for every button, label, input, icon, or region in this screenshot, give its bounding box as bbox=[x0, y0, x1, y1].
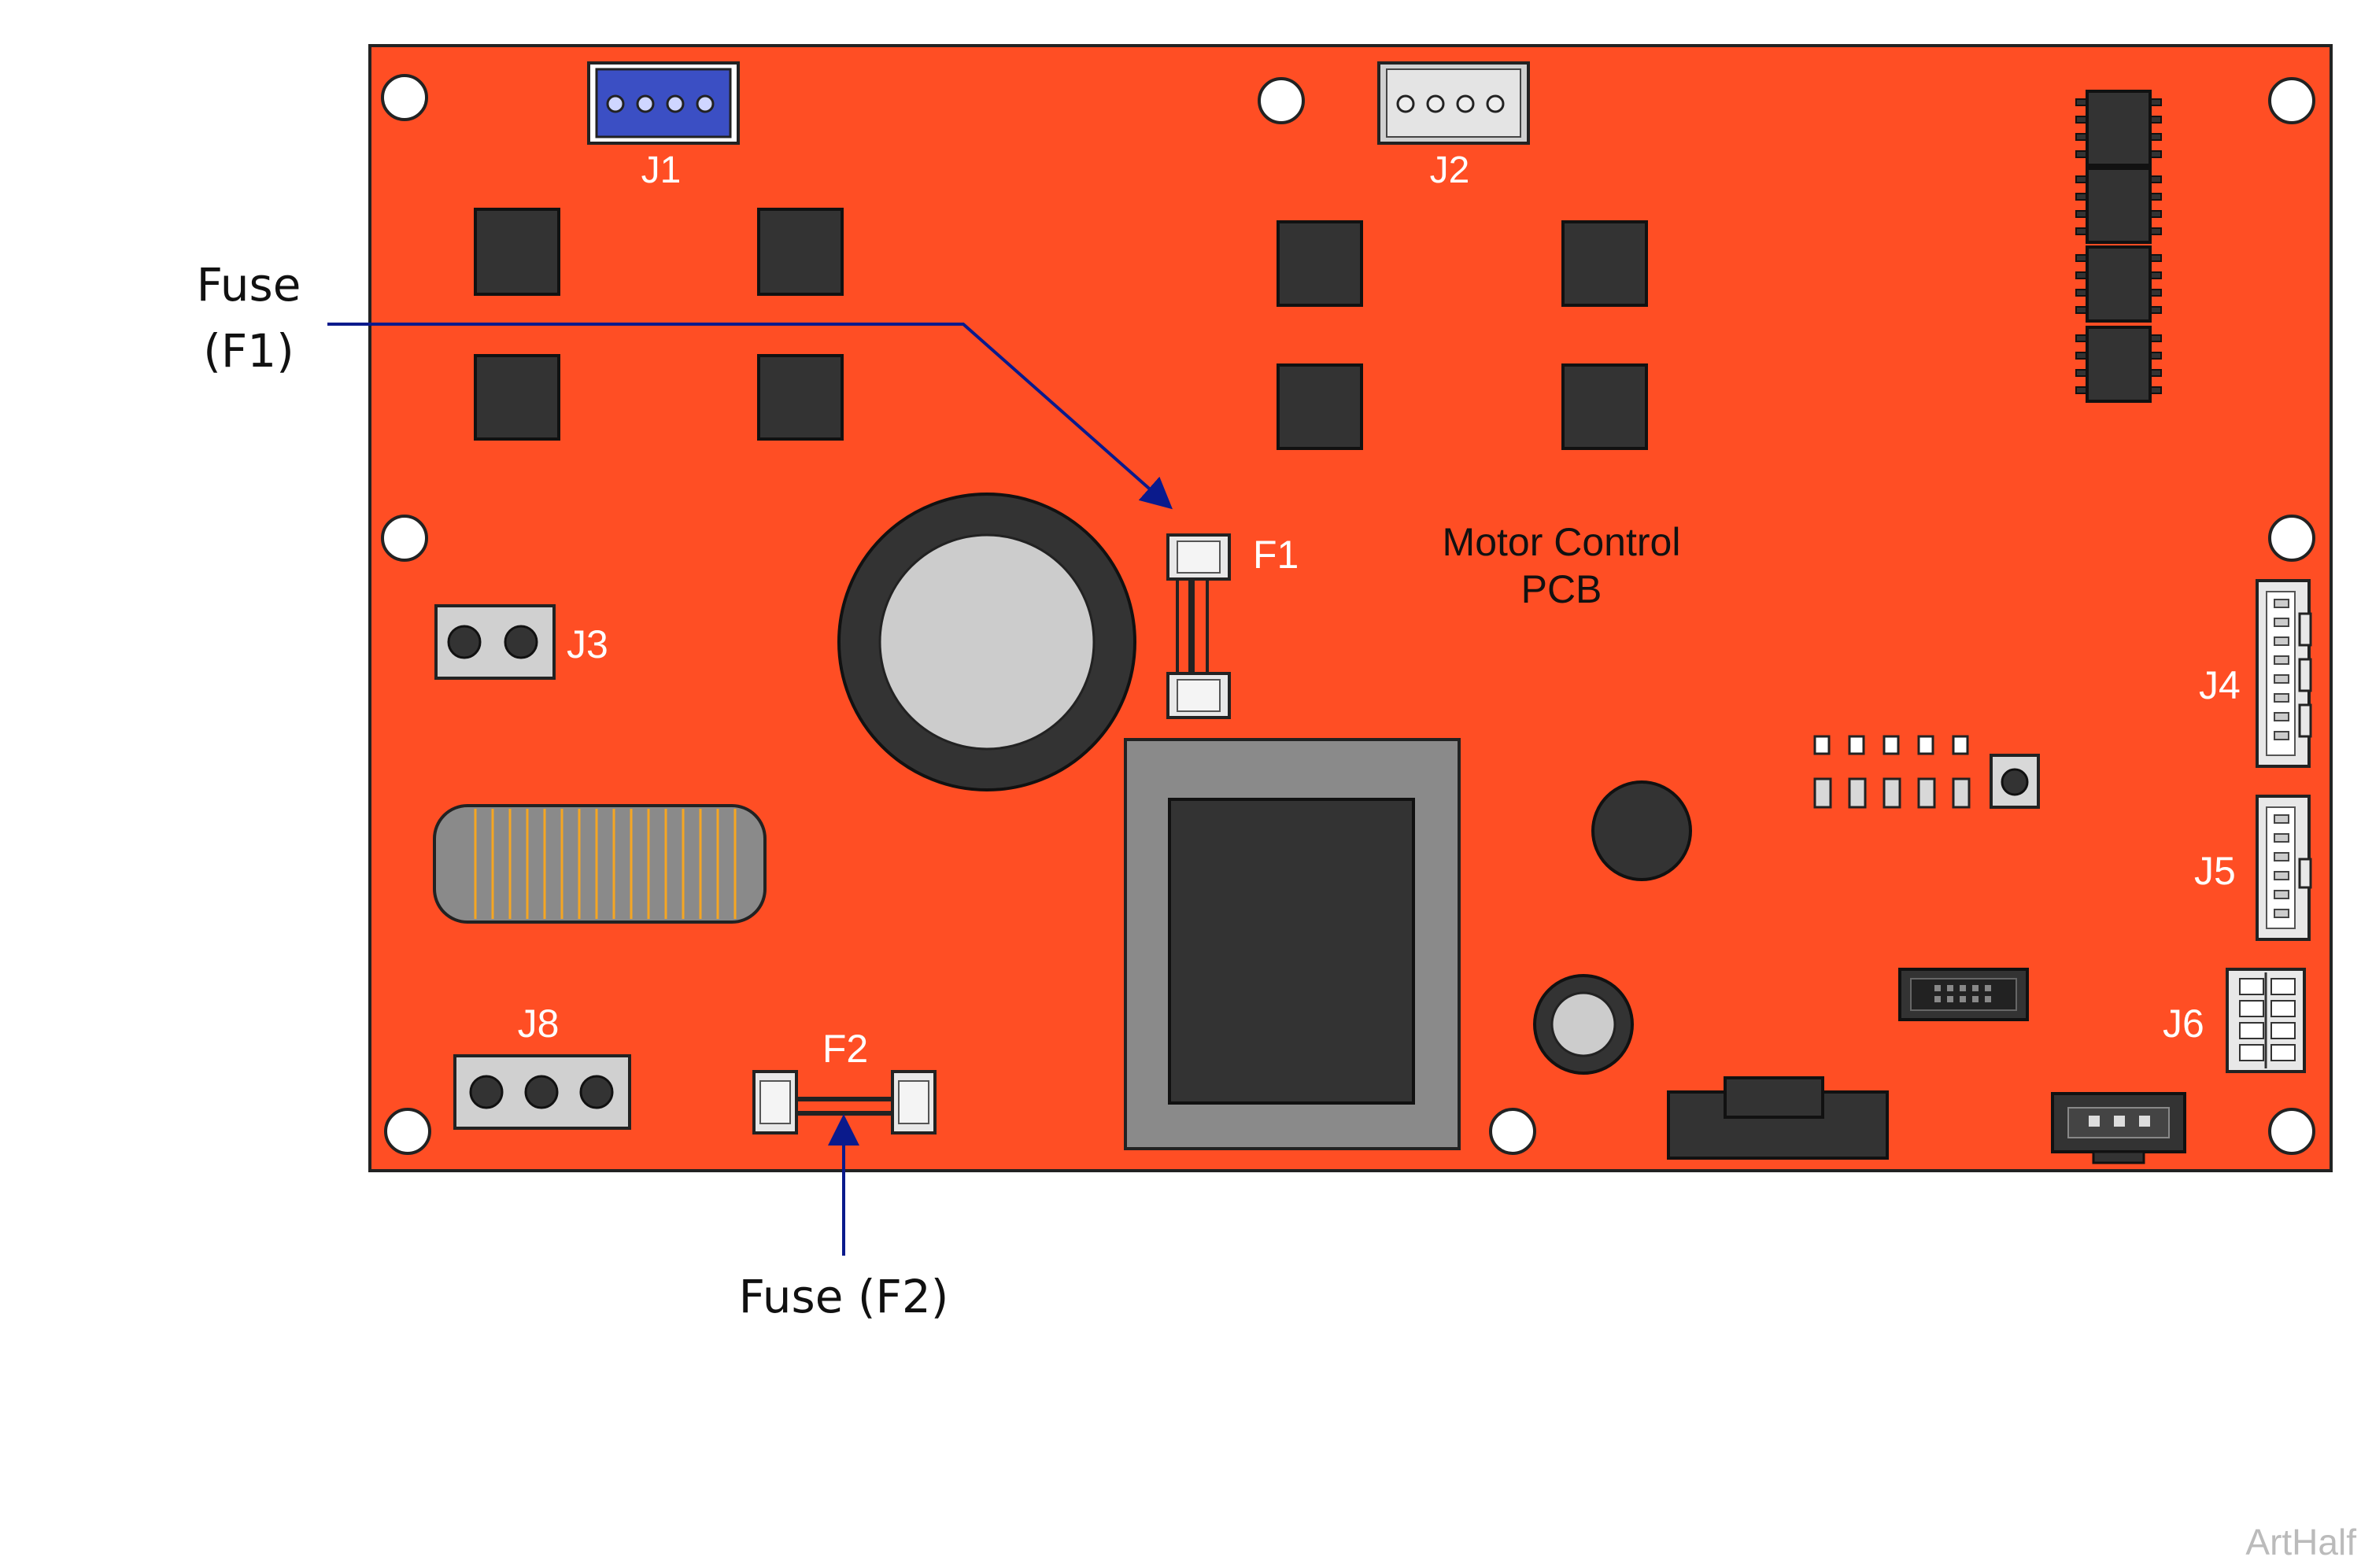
connector-j5 bbox=[2256, 795, 2312, 941]
watermark: ArtHalf bbox=[2245, 1522, 2356, 1562]
fuse-f1 bbox=[1166, 533, 1231, 719]
led-indicator bbox=[1813, 735, 1831, 755]
callout-arrow-f1 bbox=[327, 323, 1173, 510]
label-j8: J8 bbox=[518, 1002, 560, 1046]
mounting-holes bbox=[381, 74, 2315, 1155]
led-indicators bbox=[1813, 735, 1971, 809]
small-capacitor bbox=[1591, 780, 1692, 881]
transistor bbox=[1561, 220, 1648, 307]
connector-j2 bbox=[1377, 61, 1530, 145]
connector-j4 bbox=[2256, 579, 2312, 768]
round-component bbox=[1533, 974, 1634, 1075]
power-transistors bbox=[474, 208, 1648, 450]
ic-chip bbox=[2075, 90, 2162, 167]
small-bottom-connector bbox=[2051, 1092, 2186, 1164]
label-j3: J3 bbox=[567, 622, 608, 666]
resistor bbox=[1952, 777, 1971, 809]
mounting-hole bbox=[2268, 515, 2315, 562]
label-j4: J4 bbox=[2199, 663, 2241, 707]
fuse-f2 bbox=[752, 1070, 937, 1134]
ic-chips bbox=[2075, 90, 2162, 403]
transformer bbox=[1124, 738, 1461, 1150]
transistor bbox=[1277, 363, 1363, 450]
connector-j6 bbox=[2226, 968, 2306, 1073]
transistor bbox=[474, 208, 560, 296]
callout-fuse-f1-line2: (F1) bbox=[203, 324, 294, 378]
reset-button bbox=[1990, 754, 2040, 809]
connector-j8 bbox=[453, 1054, 631, 1130]
resistor bbox=[1848, 777, 1867, 809]
large-capacitor bbox=[837, 493, 1136, 791]
connector-j1 bbox=[587, 61, 740, 145]
inductor-coil bbox=[433, 804, 767, 924]
led-indicator bbox=[1952, 735, 1969, 755]
label-f2: F2 bbox=[822, 1027, 868, 1071]
label-j6: J6 bbox=[2163, 1002, 2204, 1046]
transistor bbox=[757, 208, 844, 296]
resistor bbox=[1813, 777, 1832, 809]
label-f1: F1 bbox=[1253, 533, 1299, 577]
led-indicator bbox=[1848, 735, 1865, 755]
transistor bbox=[1561, 363, 1648, 450]
ic-chip bbox=[2075, 245, 2162, 323]
mounting-hole bbox=[381, 74, 428, 121]
mounting-hole bbox=[381, 515, 428, 562]
led-indicator bbox=[1883, 735, 1900, 755]
mounting-hole bbox=[2268, 1108, 2315, 1155]
callout-fuse-f2: Fuse (F2) bbox=[739, 1270, 949, 1323]
board-title-line1: Motor Control bbox=[1443, 520, 1681, 564]
ic-chip bbox=[2075, 167, 2162, 244]
ic-chip bbox=[2075, 326, 2162, 403]
resistor bbox=[1883, 777, 1901, 809]
mounting-hole bbox=[2268, 77, 2315, 124]
label-j5: J5 bbox=[2194, 849, 2236, 893]
label-j2: J2 bbox=[1430, 149, 1470, 191]
resistor bbox=[1917, 777, 1936, 809]
mounting-hole bbox=[1258, 77, 1305, 124]
label-j1: J1 bbox=[641, 149, 682, 191]
led-indicator bbox=[1917, 735, 1934, 755]
board-title-line2: PCB bbox=[1521, 567, 1602, 611]
mounting-hole bbox=[384, 1108, 431, 1155]
connector-j3 bbox=[434, 604, 556, 680]
transistor bbox=[474, 354, 560, 441]
mounting-hole bbox=[1489, 1108, 1536, 1155]
transistor bbox=[1277, 220, 1363, 307]
ribbon-header bbox=[1898, 968, 2029, 1021]
bottom-connector bbox=[1667, 1076, 1889, 1160]
transistor bbox=[757, 354, 844, 441]
callout-fuse-f1-line1: Fuse bbox=[197, 258, 301, 312]
